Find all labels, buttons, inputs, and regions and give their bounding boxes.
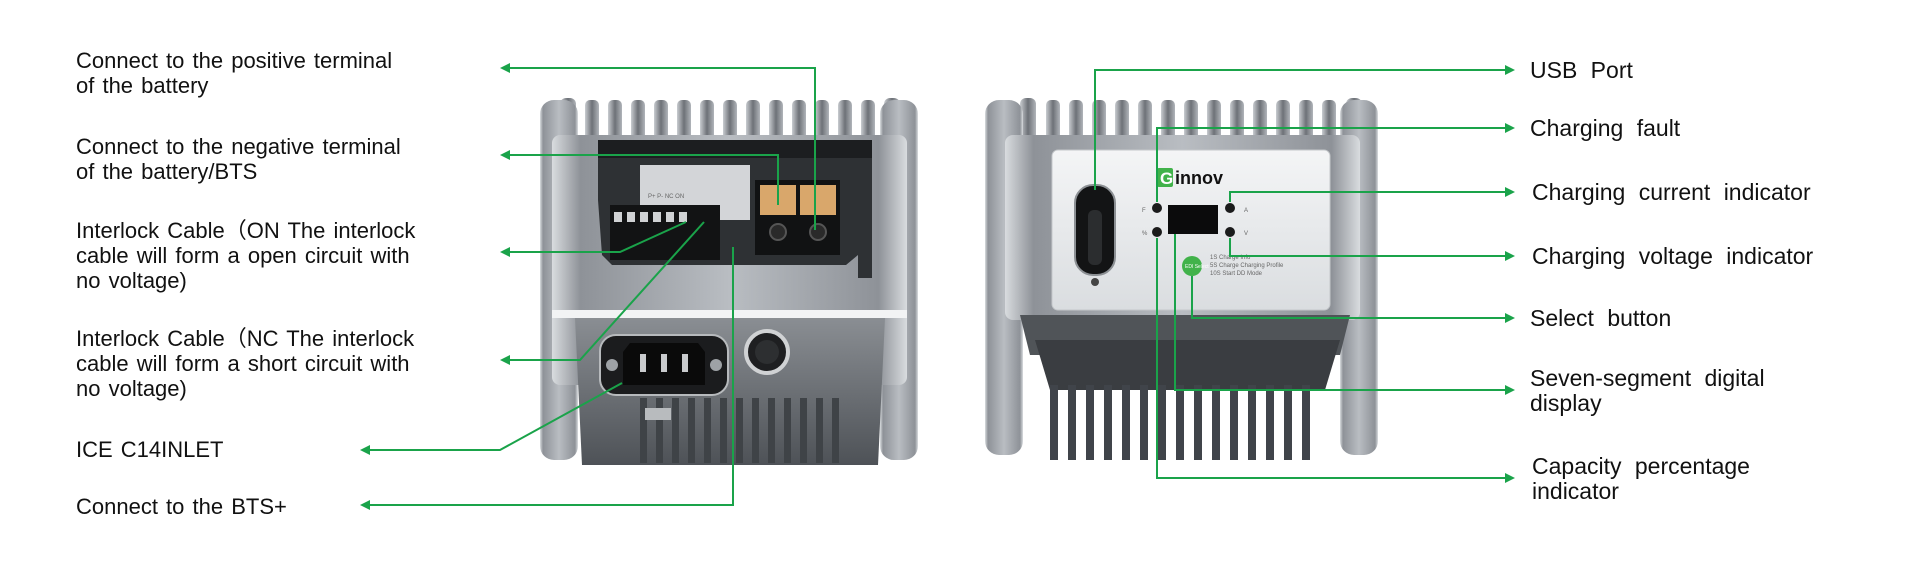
leader-display <box>1174 234 1510 391</box>
label-negative-terminal: Connect to the negative terminal of the … <box>76 134 401 184</box>
right-charger: G innov F % A V EDI Select 1S Charge Inf… <box>985 98 1378 460</box>
right-bottom-fins <box>1050 385 1310 460</box>
current-led <box>1225 203 1235 213</box>
leader-lines <box>362 67 1510 506</box>
label-current-indicator: Charging current indicator <box>1532 179 1811 205</box>
leader-capacity <box>1156 238 1510 479</box>
charging-fault-led <box>1152 203 1162 213</box>
label-capacity-indicator: Capacity percentage indicator <box>1532 453 1750 504</box>
label-positive-terminal: Connect to the positive terminal of the … <box>76 48 393 98</box>
led-label-f: F <box>1142 208 1146 214</box>
leader-select <box>1191 276 1510 319</box>
led-label-v: V <box>1244 231 1248 237</box>
seven-segment-display <box>1168 205 1218 234</box>
leader-usb <box>1094 69 1510 190</box>
label-seven-segment: Seven-segment digital display <box>1530 365 1765 416</box>
led-label-a: A <box>1244 208 1248 214</box>
left-bottom-fins <box>640 398 839 463</box>
leader-interlock-on <box>502 221 687 253</box>
leader-voltage <box>1229 238 1510 257</box>
leader-negative <box>502 154 779 205</box>
label-iec-inlet: ICE C14INLET <box>76 437 224 462</box>
leader-interlock-nc <box>502 221 705 361</box>
capacity-led <box>1152 227 1162 237</box>
led-label-percent: % <box>1142 231 1148 237</box>
label-usb-port: USB Port <box>1530 57 1633 83</box>
brand-name: innov <box>1175 168 1223 188</box>
label-voltage-indicator: Charging voltage indicator <box>1532 243 1814 269</box>
menu-line-2: 5S Charge Charging Profile <box>1210 263 1284 269</box>
select-button[interactable] <box>1182 256 1202 276</box>
leader-fault <box>1156 127 1510 202</box>
leader-positive <box>502 67 816 230</box>
label-interlock-nc: Interlock Cable（NC The interlock cable w… <box>76 326 415 401</box>
leader-current <box>1229 191 1510 202</box>
label-bts-plus: Connect to the BTS+ <box>76 494 287 519</box>
menu-line-3: 10S Start DD Mode <box>1210 271 1263 277</box>
leader-bts <box>362 247 734 506</box>
label-select-button: Select button <box>1530 305 1672 331</box>
label-charging-fault: Charging fault <box>1530 115 1681 141</box>
leader-arrowheads <box>360 63 1515 510</box>
brand-mark: G <box>1160 169 1173 188</box>
terminal-port-labels: P+ P- NC ON <box>648 194 684 200</box>
label-interlock-on: Interlock Cable（ON The interlock cable w… <box>76 218 416 293</box>
voltage-led <box>1225 227 1235 237</box>
select-button-label: EDI Select <box>1185 264 1209 270</box>
left-charger: P+ P- NC ON <box>540 98 918 465</box>
menu-line-1: 1S Charge Info <box>1210 255 1251 261</box>
leader-iec <box>362 382 623 451</box>
